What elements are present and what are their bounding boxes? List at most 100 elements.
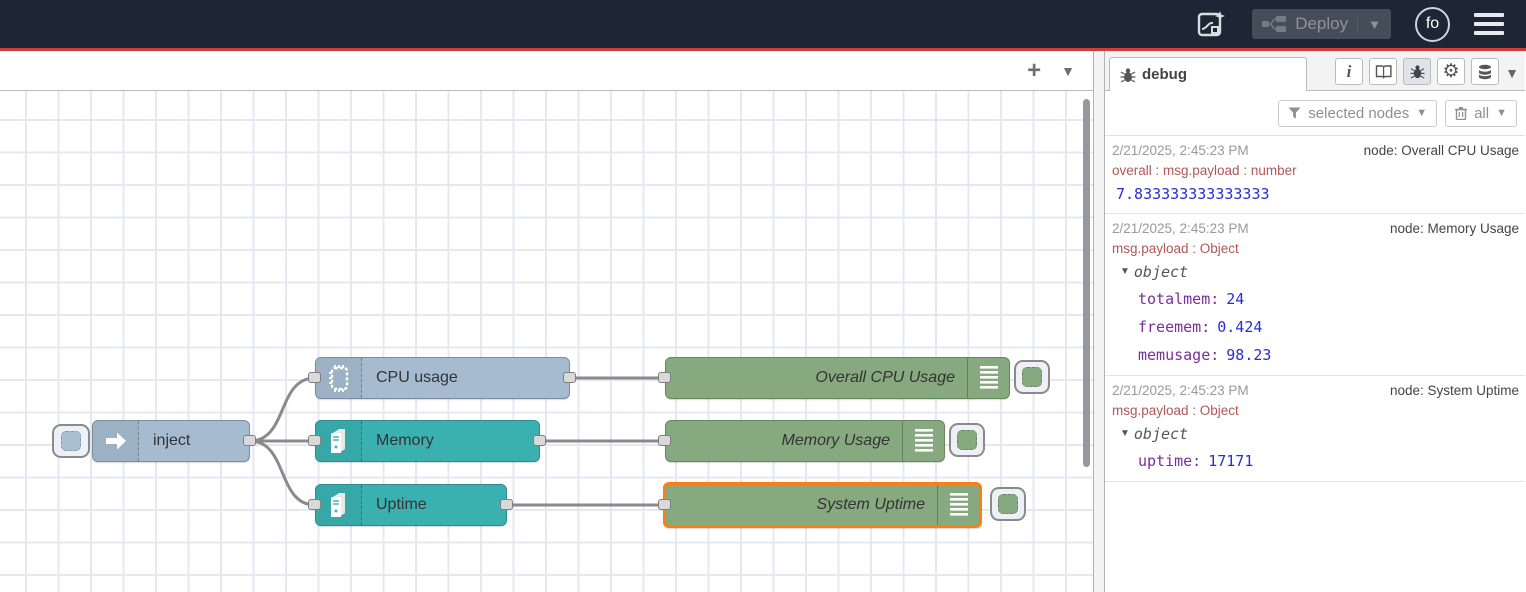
- caret-down-icon: ▼: [1120, 266, 1130, 277]
- flow-assistant-icon[interactable]: [1194, 7, 1228, 41]
- trash-icon: [1455, 107, 1468, 120]
- debug-output-icon: [937, 485, 979, 525]
- node-debug-memory[interactable]: Memory Usage: [665, 420, 945, 462]
- message-node-name: node: System Uptime: [1389, 383, 1519, 398]
- object-label: object: [1133, 263, 1189, 281]
- message-timestamp: 2/21/2025, 2:45:23 PM: [1112, 383, 1249, 398]
- debug-filter-toolbar: selected nodes ▼ all ▼: [1105, 91, 1525, 135]
- debug-toggle-button[interactable]: [990, 487, 1026, 521]
- message-meta: 2/21/2025, 2:45:23 PM node: System Uptim…: [1112, 381, 1519, 401]
- node-label: Memory Usage: [781, 432, 890, 449]
- debug-toggle-inner: [957, 430, 977, 450]
- chevron-down-icon: ▼: [1496, 107, 1507, 119]
- node-uptime[interactable]: Uptime: [315, 484, 507, 526]
- message-meta: 2/21/2025, 2:45:23 PM node: Overall CPU …: [1112, 141, 1519, 161]
- object-field: freemem:0.424: [1112, 313, 1519, 341]
- sidebar-options-caret[interactable]: ▼: [1505, 65, 1519, 81]
- debug-message-list[interactable]: 2/21/2025, 2:45:23 PM node: Overall CPU …: [1105, 135, 1525, 482]
- main-layout: + ▼: [0, 51, 1526, 592]
- object-label: object: [1133, 425, 1189, 443]
- user-avatar[interactable]: fo: [1415, 6, 1450, 42]
- field-key: memusage:: [1138, 346, 1220, 364]
- funnel-icon: [1288, 106, 1301, 119]
- header-accent-line: [0, 48, 1526, 51]
- node-cpu-usage[interactable]: CPU usage: [315, 357, 570, 399]
- node-label: CPU usage: [376, 369, 458, 386]
- field-key: uptime:: [1138, 452, 1202, 470]
- main-menu-icon[interactable]: [1474, 13, 1504, 35]
- config-tab-button[interactable]: ⚙: [1437, 58, 1465, 85]
- menu-bar: [1474, 13, 1504, 17]
- clear-all-button[interactable]: all ▼: [1445, 99, 1517, 127]
- info-icon: i: [1346, 61, 1352, 81]
- wire-inject-uptime[interactable]: [248, 439, 317, 507]
- help-tab-button[interactable]: [1369, 58, 1397, 85]
- deploy-icon: [1262, 16, 1287, 32]
- message-timestamp: 2/21/2025, 2:45:23 PM: [1112, 221, 1249, 236]
- flow-assistant-glyph: [1198, 11, 1226, 37]
- wire-inject-cpu[interactable]: [248, 376, 317, 443]
- message-property-path: msg.payload : Object: [1112, 403, 1239, 418]
- node-memory[interactable]: Memory: [315, 420, 540, 462]
- debug-tab-button[interactable]: [1403, 58, 1431, 85]
- port-memory-in[interactable]: [308, 435, 321, 446]
- deploy-button-label: Deploy: [1295, 14, 1349, 33]
- gear-icon: ⚙: [1442, 61, 1460, 82]
- field-value: 24: [1226, 290, 1245, 308]
- message-meta: 2/21/2025, 2:45:23 PM node: Memory Usage: [1112, 219, 1519, 239]
- tab-debug[interactable]: debug: [1109, 57, 1307, 91]
- port-memory-out[interactable]: [533, 435, 546, 446]
- field-value: 17171: [1208, 452, 1254, 470]
- debug-message[interactable]: 2/21/2025, 2:45:23 PM node: Overall CPU …: [1105, 136, 1525, 214]
- node-label: System Uptime: [816, 496, 925, 513]
- port-uptime-in[interactable]: [308, 499, 321, 510]
- flow-list-caret[interactable]: ▼: [1061, 62, 1075, 79]
- message-node-name: node: Memory Usage: [1389, 221, 1519, 236]
- port-uptime-out[interactable]: [500, 499, 513, 510]
- inject-trigger-button[interactable]: [52, 424, 90, 458]
- object-expander[interactable]: ▼ object: [1112, 421, 1519, 447]
- chevron-down-icon: ▼: [1416, 107, 1428, 119]
- flow-tab-bar: + ▼: [0, 51, 1093, 91]
- debug-message[interactable]: 2/21/2025, 2:45:23 PM node: System Uptim…: [1105, 376, 1525, 482]
- tab-debug-label: debug: [1142, 66, 1187, 83]
- debug-message[interactable]: 2/21/2025, 2:45:23 PM node: Memory Usage…: [1105, 214, 1525, 376]
- field-value: 0.424: [1217, 318, 1263, 336]
- flow-canvas[interactable]: inject CPU usage: [0, 91, 1093, 592]
- bug-icon: [1409, 65, 1425, 79]
- sidebar-tool-buttons: i ⚙: [1335, 58, 1499, 85]
- message-timestamp: 2/21/2025, 2:45:23 PM: [1112, 143, 1249, 158]
- message-node-name: node: Overall CPU Usage: [1363, 143, 1519, 158]
- app-header: Deploy ▼ fo: [0, 0, 1526, 48]
- node-debug-uptime-selected[interactable]: System Uptime: [663, 482, 982, 528]
- port-cpu-out[interactable]: [563, 372, 576, 383]
- context-tab-button[interactable]: [1471, 58, 1499, 85]
- node-label: Uptime: [376, 496, 427, 513]
- debug-toggle-button[interactable]: [949, 423, 985, 457]
- debug-toggle-inner: [998, 494, 1018, 514]
- workspace-column: + ▼: [0, 51, 1094, 592]
- deploy-options-caret[interactable]: ▼: [1357, 16, 1381, 32]
- port-debug-cpu-in[interactable]: [658, 372, 671, 383]
- sidebar-splitter[interactable]: [1094, 51, 1104, 592]
- canvas-vertical-scrollbar[interactable]: [1083, 99, 1090, 467]
- message-property-path: msg.payload : Object: [1112, 241, 1239, 256]
- filter-selected-nodes-button[interactable]: selected nodes ▼: [1278, 99, 1438, 127]
- node-label: Overall CPU Usage: [815, 369, 955, 386]
- message-property-path: overall : msg.payload : number: [1112, 163, 1297, 178]
- info-tab-button[interactable]: i: [1335, 58, 1363, 85]
- message-value-number: 7.833333333333333: [1116, 185, 1270, 203]
- port-cpu-in[interactable]: [308, 372, 321, 383]
- node-label: Memory: [376, 432, 434, 449]
- debug-toggle-button[interactable]: [1014, 360, 1050, 394]
- node-debug-overall-cpu[interactable]: Overall CPU Usage: [665, 357, 1010, 399]
- node-inject[interactable]: inject: [92, 420, 250, 462]
- port-debug-memory-in[interactable]: [658, 435, 671, 446]
- port-inject-out[interactable]: [243, 435, 256, 446]
- database-icon: [1479, 64, 1491, 79]
- server-tower-icon: [316, 485, 362, 525]
- add-flow-button[interactable]: +: [1027, 56, 1042, 84]
- object-expander[interactable]: ▼ object: [1112, 259, 1519, 285]
- port-debug-uptime-in[interactable]: [658, 499, 671, 510]
- deploy-button[interactable]: Deploy ▼: [1252, 9, 1391, 39]
